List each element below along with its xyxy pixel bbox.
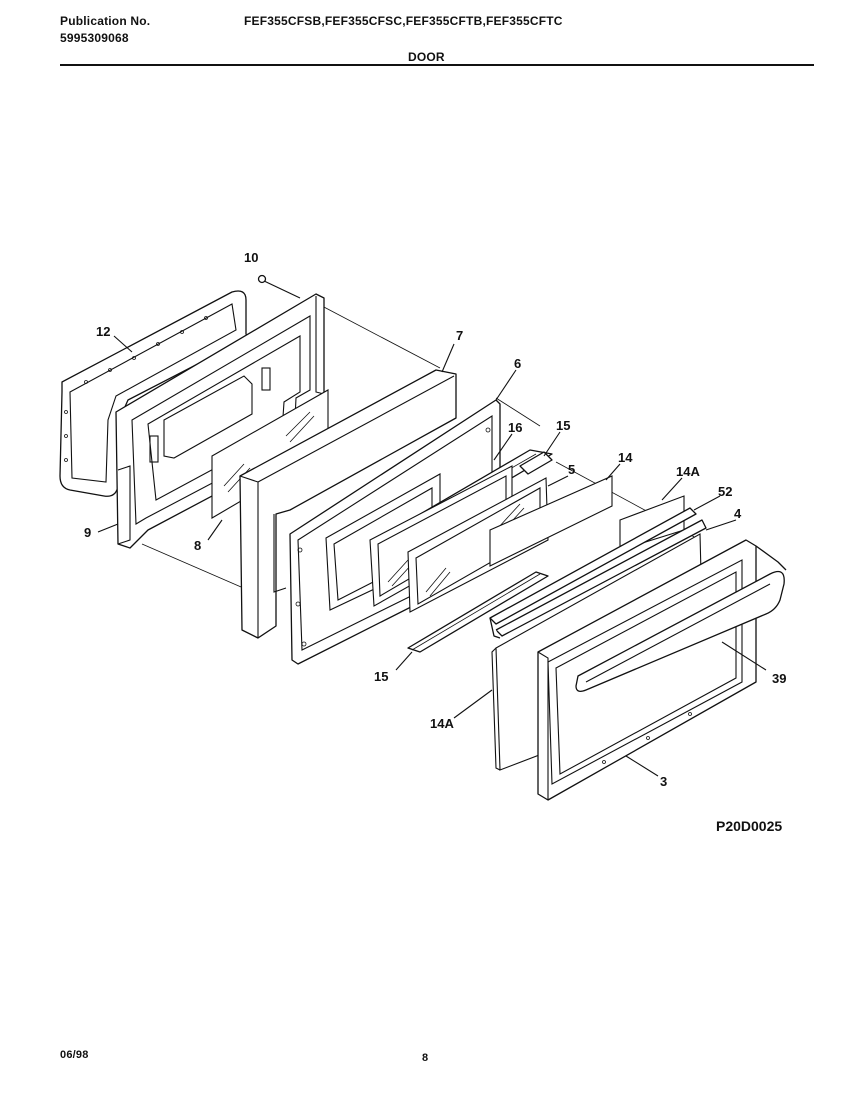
callout-52: 52: [718, 484, 732, 499]
callout-39: 39: [772, 671, 786, 686]
outer-glass-rear: [489, 475, 613, 567]
callout-15-bottom: 15: [374, 669, 388, 684]
footer-page: 8: [422, 1052, 429, 1064]
callout-9: 9: [84, 525, 91, 540]
publication-number: 5995309068: [60, 31, 129, 45]
door-gasket: [59, 290, 249, 497]
screw: [257, 274, 301, 299]
diagram-code: P20D0025: [716, 818, 782, 834]
callout-leaders: [97, 335, 767, 777]
callout-14: 14: [618, 450, 633, 465]
door-handle: [575, 545, 787, 692]
glass-retainer-lower: [407, 571, 549, 653]
publication-label: Publication No.: [60, 14, 151, 28]
callout-4: 4: [734, 506, 742, 521]
callout-14a-bottom: 14A: [430, 716, 454, 731]
callout-16: 16: [508, 420, 522, 435]
callout-15-top: 15: [556, 418, 570, 433]
callout-10: 10: [244, 250, 258, 265]
section-title: DOOR: [408, 50, 445, 64]
callout-5: 5: [568, 462, 575, 477]
door-insulation: [239, 369, 457, 639]
outer-door-frame: [537, 539, 757, 801]
model-numbers: FEF355CFSB,FEF355CFSC,FEF355CFTB,FEF355C…: [244, 14, 563, 28]
footer-date: 06/98: [60, 1049, 89, 1061]
callout-6: 6: [514, 356, 521, 371]
callout-8: 8: [194, 538, 201, 553]
callout-3: 3: [660, 774, 667, 789]
callout-12: 12: [96, 324, 110, 339]
callout-7: 7: [456, 328, 463, 343]
callout-14a-top: 14A: [676, 464, 700, 479]
glass-bracket: [519, 451, 553, 475]
header-rule: [60, 64, 814, 66]
trim-strip: [489, 507, 707, 639]
